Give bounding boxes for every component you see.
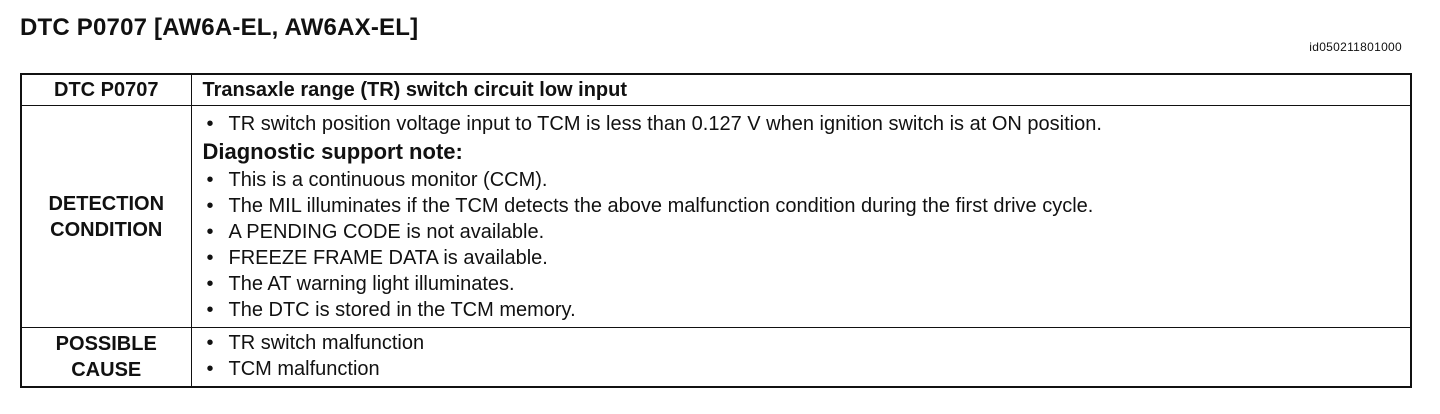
list-item: TR switch malfunction	[203, 330, 1411, 356]
dtc-table: DTC P0707 Transaxle range (TR) switch ci…	[20, 73, 1412, 388]
document-id: id050211801000	[1309, 40, 1402, 54]
list-item: This is a continuous monitor (CCM).	[203, 167, 1411, 193]
list-item: The AT warning light illuminates.	[203, 271, 1411, 297]
dtc-code-cell: DTC P0707	[20, 73, 192, 106]
detection-label-line1: DETECTION	[48, 192, 165, 215]
table-row-header: DTC P0707 Transaxle range (TR) switch ci…	[20, 73, 1412, 106]
possible-cause-list: TR switch malfunction TCM malfunction	[203, 330, 1411, 382]
detection-label-line2: CONDITION	[50, 218, 163, 241]
list-item: TR switch position voltage input to TCM …	[203, 111, 1411, 137]
detection-condition-content: TR switch position voltage input to TCM …	[190, 105, 1412, 328]
list-item: TCM malfunction	[203, 356, 1411, 382]
table-row-detection-condition: DETECTION CONDITION TR switch position v…	[20, 105, 1412, 328]
dtc-code-label: DTC P0707	[54, 79, 159, 101]
possible-cause-content: TR switch malfunction TCM malfunction	[190, 327, 1412, 388]
table-row-possible-cause: POSSIBLE CAUSE TR switch malfunction TCM…	[20, 327, 1412, 388]
dtc-description-cell: Transaxle range (TR) switch circuit low …	[190, 73, 1412, 106]
list-item: The DTC is stored in the TCM memory.	[203, 297, 1411, 323]
dtc-description: Transaxle range (TR) switch circuit low …	[202, 79, 628, 101]
diagnostic-note-heading: Diagnostic support note:	[202, 139, 463, 164]
list-item: FREEZE FRAME DATA is available.	[203, 245, 1411, 271]
possible-cause-label-cell: POSSIBLE CAUSE	[20, 327, 192, 388]
list-item: A PENDING CODE is not available.	[203, 219, 1411, 245]
detection-condition-label-cell: DETECTION CONDITION	[20, 105, 192, 328]
diagnostic-note-list: This is a continuous monitor (CCM). The …	[203, 167, 1411, 323]
list-item: The MIL illuminates if the TCM detects t…	[203, 193, 1411, 219]
page-title: DTC P0707 [AW6A-EL, AW6AX-EL]	[20, 14, 419, 41]
possible-cause-label-line1: POSSIBLE	[55, 333, 157, 355]
possible-cause-label-line2: CAUSE	[71, 359, 142, 381]
condition-list: TR switch position voltage input to TCM …	[203, 111, 1411, 137]
